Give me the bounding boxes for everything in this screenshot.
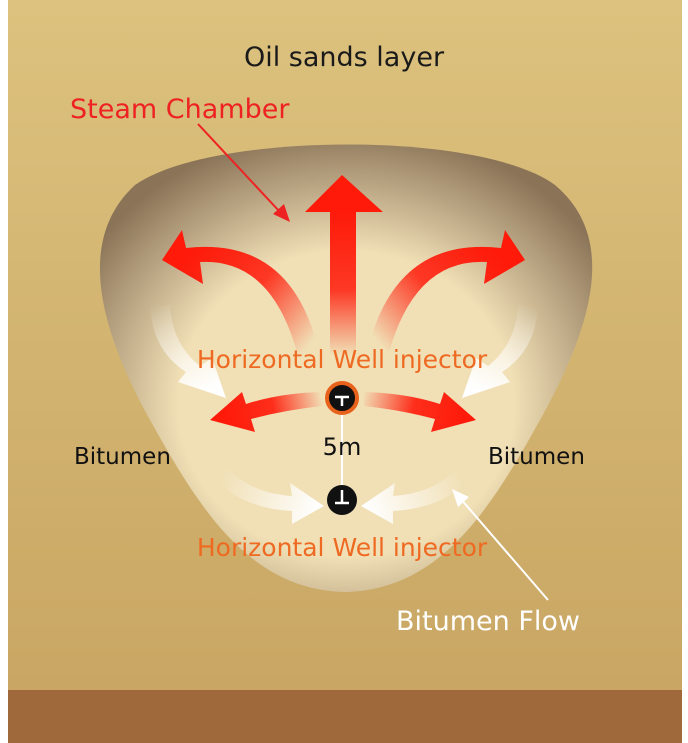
steam-arrow-upper-left	[162, 230, 318, 356]
steam-arrow-up	[305, 175, 383, 355]
bitumen-right-label: Bitumen	[488, 444, 585, 470]
steam-arrow-lower-left	[210, 392, 322, 432]
well-spacing-label: 5m	[323, 433, 362, 461]
bitumen-flow-arrow-right	[462, 305, 538, 398]
oil-sands-layer-label: Oil sands layer	[244, 42, 445, 73]
steam-arrow-lower-right	[364, 392, 476, 432]
bitumen-flow-label: Bitumen Flow	[396, 606, 580, 637]
producer-well-icon	[327, 485, 357, 515]
injector-well-icon	[325, 381, 359, 415]
bitumen-flow-arrow-bottom-left	[215, 465, 324, 524]
ground-layer	[8, 690, 682, 743]
producer-well-label: Horizontal Well injector	[197, 533, 488, 562]
bitumen-flow-pointer	[452, 489, 549, 601]
bitumen-flow-arrow-left	[150, 305, 226, 398]
bitumen-flow-arrow-bottom-right	[361, 465, 470, 524]
steam-arrow-upper-right	[368, 230, 525, 356]
bitumen-left-label: Bitumen	[74, 444, 171, 470]
steam-chamber-label: Steam Chamber	[70, 94, 290, 125]
steam-chamber-pointer	[197, 123, 290, 222]
injector-well-label: Horizontal Well injector	[197, 345, 488, 374]
